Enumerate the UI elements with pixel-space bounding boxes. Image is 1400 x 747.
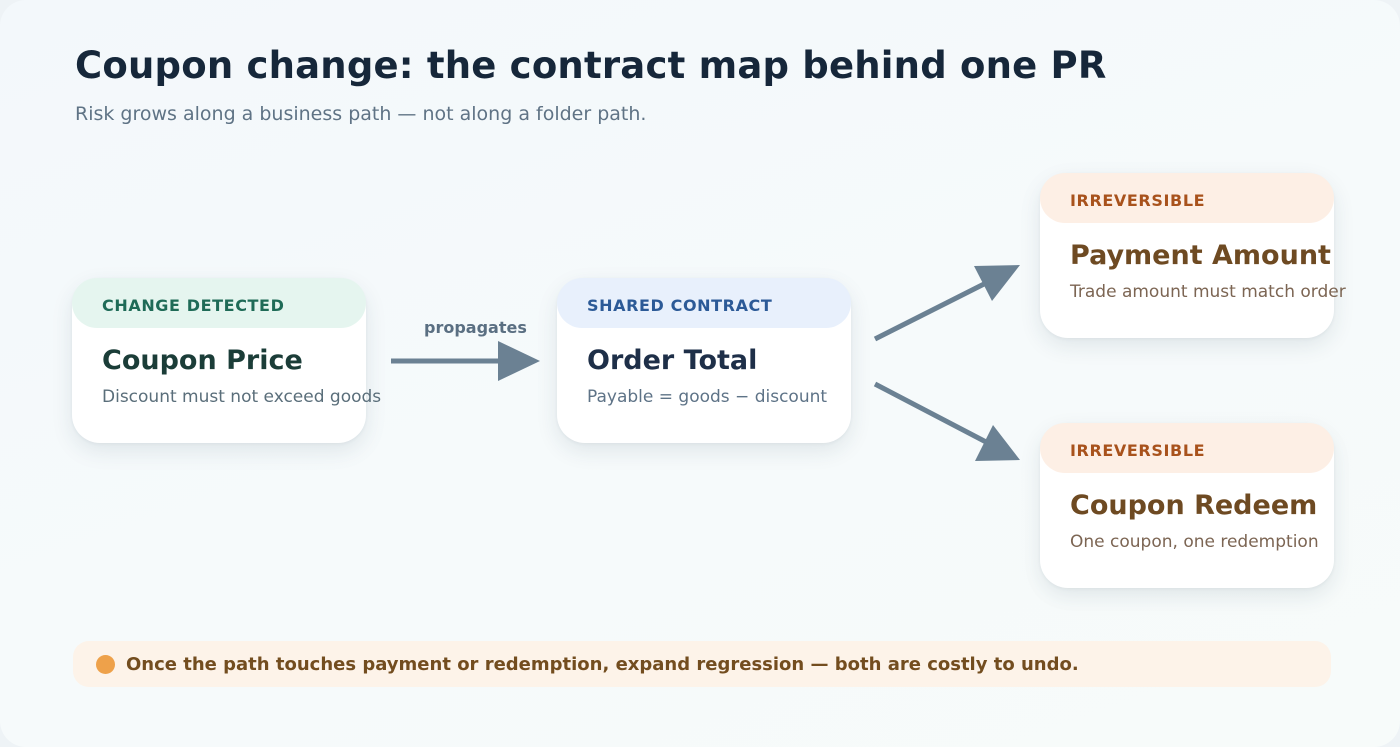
regression-callout: Once the path touches payment or redempt… [73, 641, 1331, 687]
callout-dot-icon [96, 655, 115, 674]
node-tag: IRREVERSIBLE [1070, 441, 1206, 460]
arrow-shared-to-payment-shaft [873, 279, 990, 342]
arrow-shared-to-redeem-shaft [873, 381, 990, 446]
arrow-shared-to-redeem [873, 381, 1020, 461]
page-subtitle: Risk grows along a business path — not a… [75, 103, 647, 125]
node-description: One coupon, one redemption [1070, 532, 1319, 552]
node-tag: IRREVERSIBLE [1070, 191, 1206, 210]
page-title: Coupon change: the contract map behind o… [75, 44, 1107, 87]
node-coupon-price: CHANGE DETECTED Coupon Price Discount mu… [72, 278, 381, 443]
node-tag-band [1040, 173, 1334, 223]
node-title: Coupon Redeem [1070, 490, 1318, 521]
node-description: Discount must not exceed goods [102, 387, 382, 407]
node-tag: SHARED CONTRACT [587, 296, 773, 315]
node-title: Coupon Price [102, 345, 303, 376]
node-description: Trade amount must match order [1070, 282, 1346, 302]
arrow-shared-to-payment-head [974, 265, 1020, 301]
arrow-shared-to-redeem-head [975, 425, 1020, 461]
node-payment-amount: IRREVERSIBLE Payment Amount Trade amount… [1040, 173, 1346, 338]
arrow-change-to-shared [391, 341, 540, 381]
node-tag-band [1040, 423, 1334, 473]
node-order-total: SHARED CONTRACT Order Total Payable = go… [557, 278, 851, 443]
node-tag: CHANGE DETECTED [102, 296, 285, 315]
node-description: Payable = goods − discount [587, 387, 828, 407]
node-title: Payment Amount [1070, 240, 1331, 271]
node-title: Order Total [587, 345, 758, 376]
node-tag-band [557, 278, 851, 328]
callout-text: Once the path touches payment or redempt… [126, 654, 1079, 675]
arrow-change-to-shared-head [498, 341, 540, 381]
node-coupon-redeem: IRREVERSIBLE Coupon Redeem One coupon, o… [1040, 423, 1334, 588]
edge-label-propagates: propagates [424, 318, 527, 337]
node-tag-band [72, 278, 366, 328]
arrow-shared-to-payment [873, 265, 1020, 342]
